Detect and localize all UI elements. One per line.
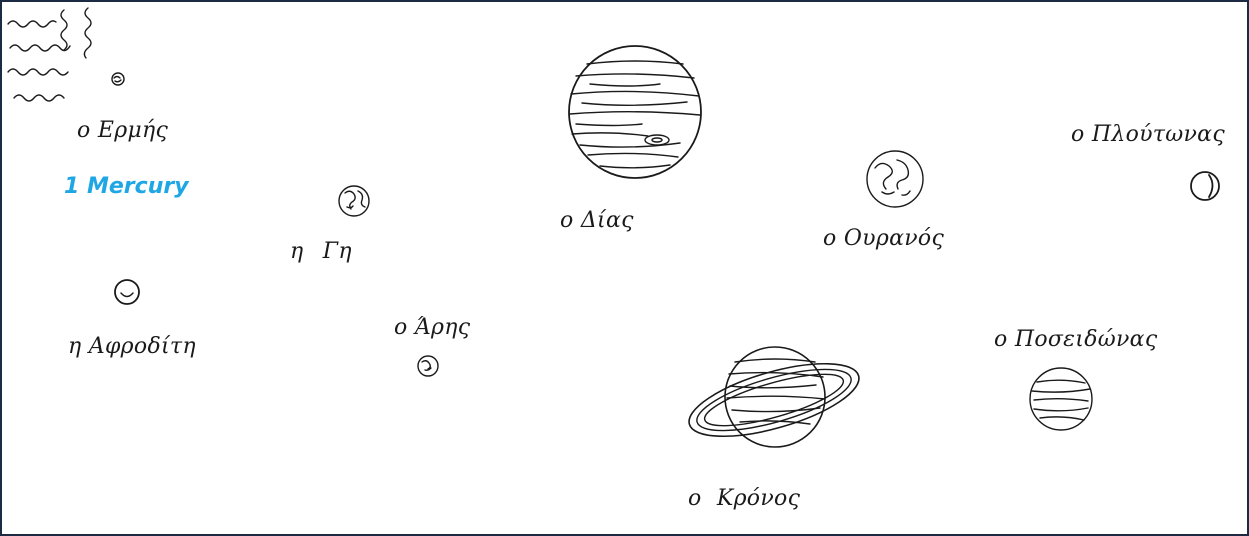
label-pluto: ο Πλούτωνας [1071,122,1225,147]
label-mars: ο Άρης [394,315,471,340]
venus-planet [114,279,140,305]
label-jupiter: ο Δίας [560,208,634,233]
label-saturn: ο Κρόνος [688,486,801,511]
neptune-planet [1029,367,1093,431]
mercury-planet [111,72,125,86]
jupiter-planet [568,45,702,179]
saturn-planet [688,346,860,448]
sun-rays [7,7,92,102]
label-neptune: ο Ποσειδώνας [994,327,1158,352]
label-uranus: ο Ουρανός [823,226,945,251]
pluto-planet [1190,171,1220,201]
mars-planet [417,355,439,377]
answer-number: 1 [64,174,80,199]
earth-planet [338,185,370,217]
answer-text: Mercury [86,174,189,199]
uranus-planet [866,150,924,208]
label-venus: η Αφροδίτη [68,334,196,359]
label-mercury: ο Ερμής [77,118,169,143]
answer-label: 1 Mercury [64,174,189,199]
label-earth: η Γη [290,239,352,264]
